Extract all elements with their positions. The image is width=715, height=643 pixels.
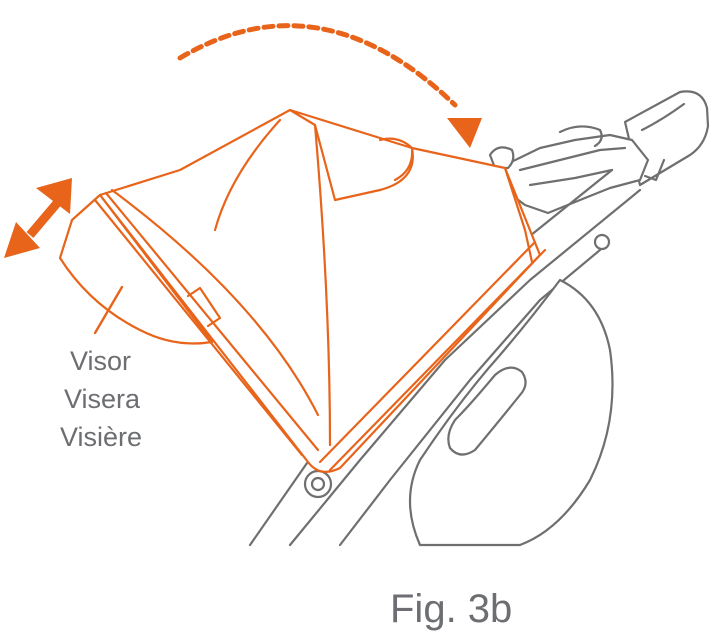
latch-knob (488, 146, 515, 170)
adjust-arrow (4, 178, 72, 258)
latch-detail (518, 125, 627, 187)
canopy-rear-panel-top (378, 137, 414, 182)
canopy-rear-edge (503, 166, 534, 264)
canopy-rear-rim (318, 240, 547, 472)
adjust-arrow-shaft (26, 199, 62, 238)
canopy-body (98, 108, 542, 473)
canopy (58, 108, 547, 473)
handlebar-latch (503, 133, 650, 215)
rotate-arrow-head (447, 118, 482, 148)
figure-caption: Fig. 3b (390, 587, 512, 631)
canopy-seam-2 (110, 118, 320, 417)
visor-clip (186, 286, 222, 328)
handlebar-detail (640, 102, 686, 182)
visor-label-es: Visera (64, 384, 141, 414)
visor-label-en: Visor (70, 346, 131, 376)
frame-tube-outer (288, 188, 642, 547)
armrest (447, 366, 527, 456)
canopy-seam-1 (288, 108, 332, 447)
canopy-visor (58, 193, 214, 345)
frame-joint (593, 233, 611, 251)
visor-label-fr: Visière (60, 422, 142, 452)
adjust-arrow-head-top (36, 178, 72, 214)
seat-shell (408, 278, 614, 547)
visor-leader-line (93, 285, 124, 335)
hinge-inner (310, 476, 326, 492)
stroller-frame (248, 90, 710, 547)
canopy-rim (93, 191, 320, 457)
rotate-arrow-path (177, 23, 458, 108)
adjust-arrow-head-bottom (4, 222, 40, 258)
rotate-arrow (177, 23, 482, 148)
